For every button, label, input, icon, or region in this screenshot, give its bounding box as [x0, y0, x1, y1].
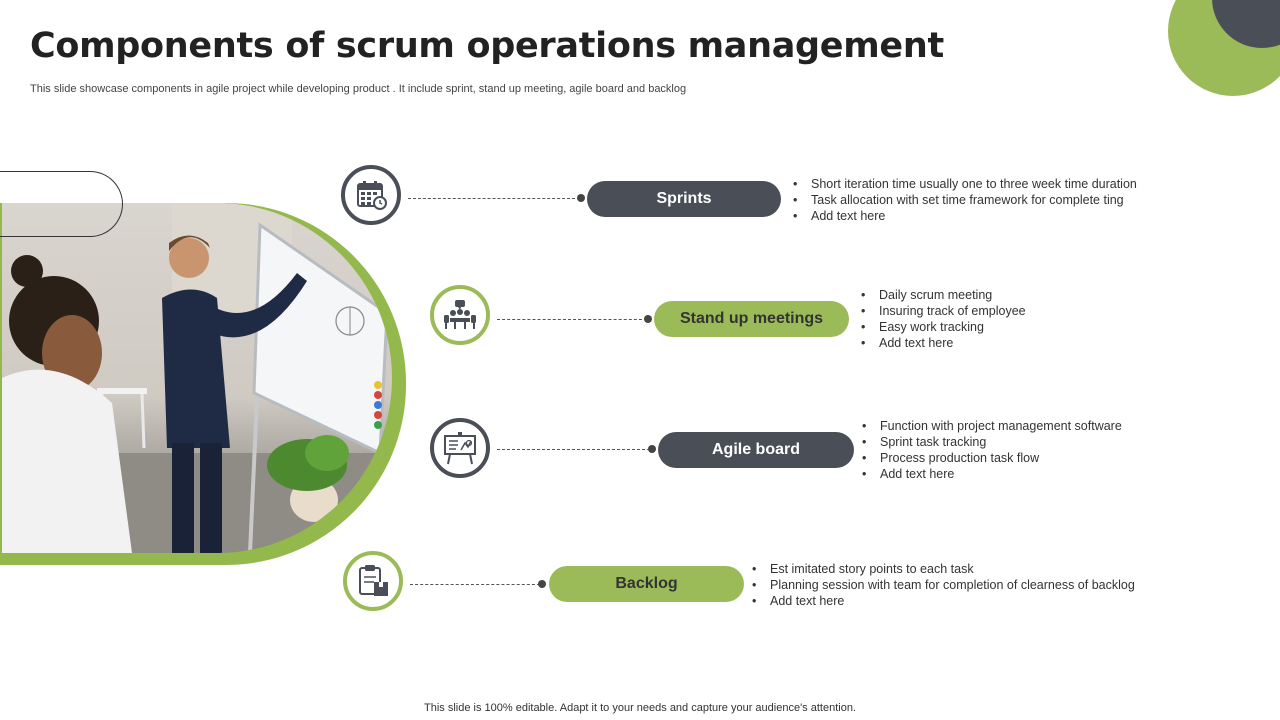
list-item: Insuring track of employee [861, 303, 1026, 319]
backlog-connector [410, 584, 540, 585]
agile-board-pill: Agile board [658, 432, 854, 468]
meeting-icon [444, 300, 476, 329]
standup-pill: Stand up meetings [654, 301, 849, 337]
sprints-icon-circle [341, 165, 401, 225]
list-item: Est imitated story points to each task [752, 561, 1135, 577]
list-item: Function with project management softwar… [862, 418, 1122, 434]
standup-connector [497, 319, 647, 320]
list-item: Add text here [862, 466, 1122, 482]
backlog-bullet-list: Est imitated story points to each task P… [752, 561, 1135, 609]
sprints-connector [408, 198, 580, 199]
list-item: Add text here [752, 593, 1135, 609]
backlog-pill: Backlog [549, 566, 744, 602]
agile-board-icon-circle [430, 418, 490, 478]
sprints-bullet-list: Short iteration time usually one to thre… [793, 176, 1137, 224]
presentation-board-icon [444, 432, 476, 465]
slide-footer: This slide is 100% editable. Adapt it to… [424, 702, 856, 714]
backlog-connector-dot [538, 580, 546, 588]
list-item: Task allocation with set time framework … [793, 192, 1137, 208]
list-item: Add text here [861, 335, 1026, 351]
standup-connector-dot [644, 315, 652, 323]
agile-board-bullet-list: Function with project management softwar… [862, 418, 1122, 482]
decorative-tab-outline [0, 171, 123, 237]
agile-board-connector-dot [648, 445, 656, 453]
list-item: Process production task flow [862, 450, 1122, 466]
slide-subtitle: This slide showcase components in agile … [30, 83, 687, 95]
calendar-icon [357, 181, 387, 210]
standup-bullet-list: Daily scrum meeting Insuring track of em… [861, 287, 1026, 351]
list-item: Add text here [793, 208, 1137, 224]
clipboard-icon [359, 565, 388, 596]
list-item: Planning session with team for completio… [752, 577, 1135, 593]
list-item: Sprint task tracking [862, 434, 1122, 450]
list-item: Easy work tracking [861, 319, 1026, 335]
agile-board-connector [497, 449, 650, 450]
list-item: Daily scrum meeting [861, 287, 1026, 303]
backlog-icon-circle [343, 551, 403, 611]
list-item: Short iteration time usually one to thre… [793, 176, 1137, 192]
sprints-pill: Sprints [587, 181, 781, 217]
photo-frame [0, 203, 406, 565]
slide-title: Components of scrum operations managemen… [30, 26, 944, 66]
standup-icon-circle [430, 285, 490, 345]
sprints-connector-dot [577, 194, 585, 202]
team-meeting-photo [2, 203, 392, 553]
